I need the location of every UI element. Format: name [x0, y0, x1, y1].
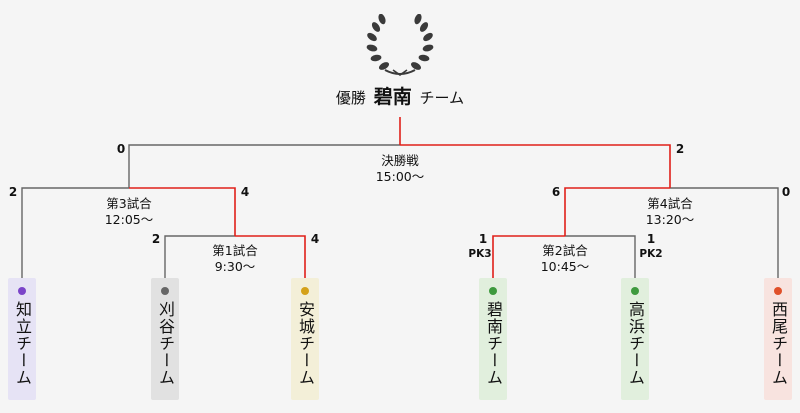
line-anjo [235, 235, 306, 278]
match3-label: 第3試合 12:05〜 [105, 196, 154, 227]
match3-score-left: 2 [8, 185, 18, 199]
line-nishio [670, 187, 779, 278]
match1-score-left: 2 [151, 232, 161, 246]
match2-label: 第2試合 10:45〜 [541, 243, 590, 274]
match1-title: 第1試合 [212, 243, 258, 258]
team-dot [631, 287, 639, 295]
team-name: 西尾チーム [769, 301, 788, 386]
match2-time: 10:45〜 [540, 258, 590, 274]
team-card-takahama: 高浜チーム [621, 278, 649, 400]
team-dot [301, 287, 309, 295]
line-takahama [565, 235, 636, 278]
team-card-nishio: 西尾チーム [764, 278, 792, 400]
final-score-right: 2 [675, 142, 685, 156]
line-chiryu [21, 187, 129, 278]
team-dot [489, 287, 497, 295]
final-score-left: 0 [116, 142, 126, 156]
team-name: 碧南チーム [484, 301, 503, 386]
match2-pk-left: PK3 [468, 248, 492, 260]
team-dot [161, 287, 169, 295]
laurel-icon [366, 14, 434, 76]
champion-banner: 優勝 碧南 チーム [0, 82, 800, 109]
match4-title: 第4試合 [647, 196, 693, 211]
final-title: 決勝戦 [381, 153, 419, 168]
line-match2-out [564, 187, 670, 236]
team-card-hekinan: 碧南チーム [479, 278, 507, 400]
team-dot [18, 287, 26, 295]
line-match4-out [400, 144, 671, 188]
match2-score-left: 1 [478, 232, 488, 246]
team-card-kariya: 刈谷チーム [151, 278, 179, 400]
match1-score-right: 4 [310, 232, 320, 246]
team-name: 知立チーム [13, 301, 32, 386]
match1-label: 第1試合 9:30〜 [212, 243, 257, 274]
match4-score-right: 0 [781, 185, 791, 199]
team-name: 刈谷チーム [156, 301, 175, 386]
match2-pk-right: PK2 [639, 248, 663, 260]
line-kariya [164, 235, 235, 278]
match1-time: 9:30〜 [214, 258, 256, 274]
team-name: 高浜チーム [626, 301, 645, 386]
match3-time: 12:05〜 [104, 211, 154, 227]
match4-time: 13:20〜 [645, 211, 695, 227]
team-dot [774, 287, 782, 295]
line-hekinan [492, 235, 565, 278]
match2-title: 第2試合 [542, 243, 588, 258]
match3-score-right: 4 [240, 185, 250, 199]
final-label: 決勝戦 15:00〜 [376, 153, 425, 184]
match3-title: 第3試合 [106, 196, 152, 211]
line-match3-out [128, 144, 400, 188]
team-card-chiryu: 知立チーム [8, 278, 36, 400]
final-time: 15:00〜 [375, 168, 425, 184]
match4-label: 第4試合 13:20〜 [646, 196, 695, 227]
team-card-anjo: 安城チーム [291, 278, 319, 400]
champion-name: 碧南 [373, 86, 412, 108]
team-name: 安城チーム [296, 301, 315, 386]
champion-prefix: 優勝 [335, 89, 366, 107]
champion-suffix: チーム [419, 89, 465, 107]
match2-score-right: 1 [646, 232, 656, 246]
match4-score-left: 6 [551, 185, 561, 199]
line-match1-out [129, 187, 236, 236]
